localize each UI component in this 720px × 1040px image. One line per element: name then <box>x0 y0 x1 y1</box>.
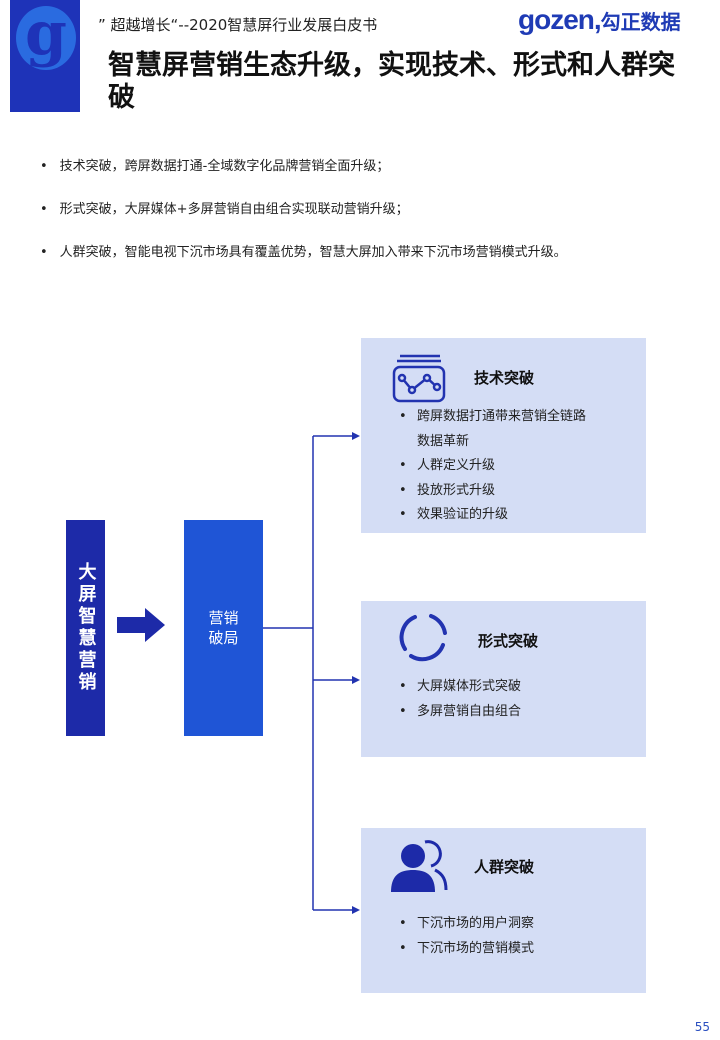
card-form: 形式突破 大屏媒体形式突破 多屏营销自由组合 <box>361 601 646 757</box>
root-box: 大屏智慧营销 <box>66 520 105 736</box>
brand-latin: gozen, <box>518 4 602 35</box>
card-item: 跨屏数据打通带来营销全链路数据革新 <box>399 405 597 454</box>
card-title: 形式突破 <box>478 632 539 650</box>
report-subtitle: ” 超越增长“--2020智慧屏行业发展白皮书 <box>98 16 378 34</box>
card-item: 下沉市场的营销模式 <box>399 937 597 962</box>
bullet: 形式突破，大屏媒体+多屏营销自由组合实现联动营销升级； <box>40 198 409 217</box>
card-title: 技术突破 <box>474 369 535 387</box>
card-tech: 技术突破 跨屏数据打通带来营销全链路数据革新 人群定义升级 投放形式升级 效果验… <box>361 338 646 533</box>
card-items: 大屏媒体形式突破 多屏营销自由组合 <box>399 675 597 724</box>
card-item: 投放形式升级 <box>399 479 597 504</box>
card-item: 效果验证的升级 <box>399 503 597 528</box>
card-item: 人群定义升级 <box>399 454 597 479</box>
bullet: 技术突破，跨屏数据打通-全域数字化品牌营销全面升级； <box>40 155 390 174</box>
card-items: 下沉市场的用户洞察 下沉市场的营销模式 <box>399 912 597 961</box>
card-items: 跨屏数据打通带来营销全链路数据革新 人群定义升级 投放形式升级 效果验证的升级 <box>399 405 597 528</box>
brand-cn: 勾正数据 <box>600 12 681 34</box>
middle-label: 营销破局 <box>208 609 239 647</box>
circle-arcs-icon <box>399 614 447 662</box>
page-number: 55 <box>694 1020 710 1034</box>
card-people: 人群突破 下沉市场的用户洞察 下沉市场的营销模式 <box>361 828 646 993</box>
middle-box: 营销破局 <box>184 520 263 736</box>
brand-logo: gozen,勾正数据 <box>518 4 681 36</box>
card-item: 大屏媒体形式突破 <box>399 675 597 700</box>
card-title: 人群突破 <box>474 858 535 876</box>
g-logo: g <box>16 4 76 70</box>
page-title: 智慧屏营销生态升级，实现技术、形式和人群突破 <box>108 50 675 113</box>
chart-line-icon <box>392 354 446 403</box>
card-item: 下沉市场的用户洞察 <box>399 912 597 937</box>
users-icon <box>391 840 448 892</box>
bullet: 人群突破，智能电视下沉市场具有覆盖优势，智慧大屏加入带来下沉市场营销模式升级。 <box>40 241 567 260</box>
right-arrow-icon <box>117 608 165 642</box>
card-item: 多屏营销自由组合 <box>399 700 597 725</box>
